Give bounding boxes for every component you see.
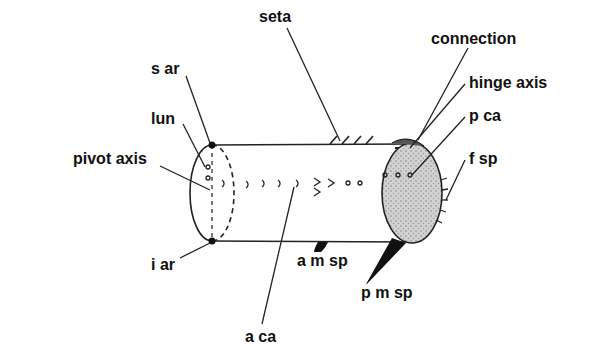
part-label: connection <box>430 30 517 48</box>
part-label: s ar <box>150 60 180 78</box>
part-label: p m sp <box>360 284 414 302</box>
part-label: a ca <box>244 328 277 346</box>
part-label: p ca <box>468 107 502 125</box>
part-label: lun <box>150 110 176 128</box>
part-label: pivot axis <box>72 150 148 168</box>
part-label: hinge axis <box>468 74 548 92</box>
part-label: f sp <box>468 150 498 168</box>
part-label: i ar <box>150 256 176 274</box>
part-label: a m sp <box>296 252 349 270</box>
part-label: seta <box>258 8 292 26</box>
